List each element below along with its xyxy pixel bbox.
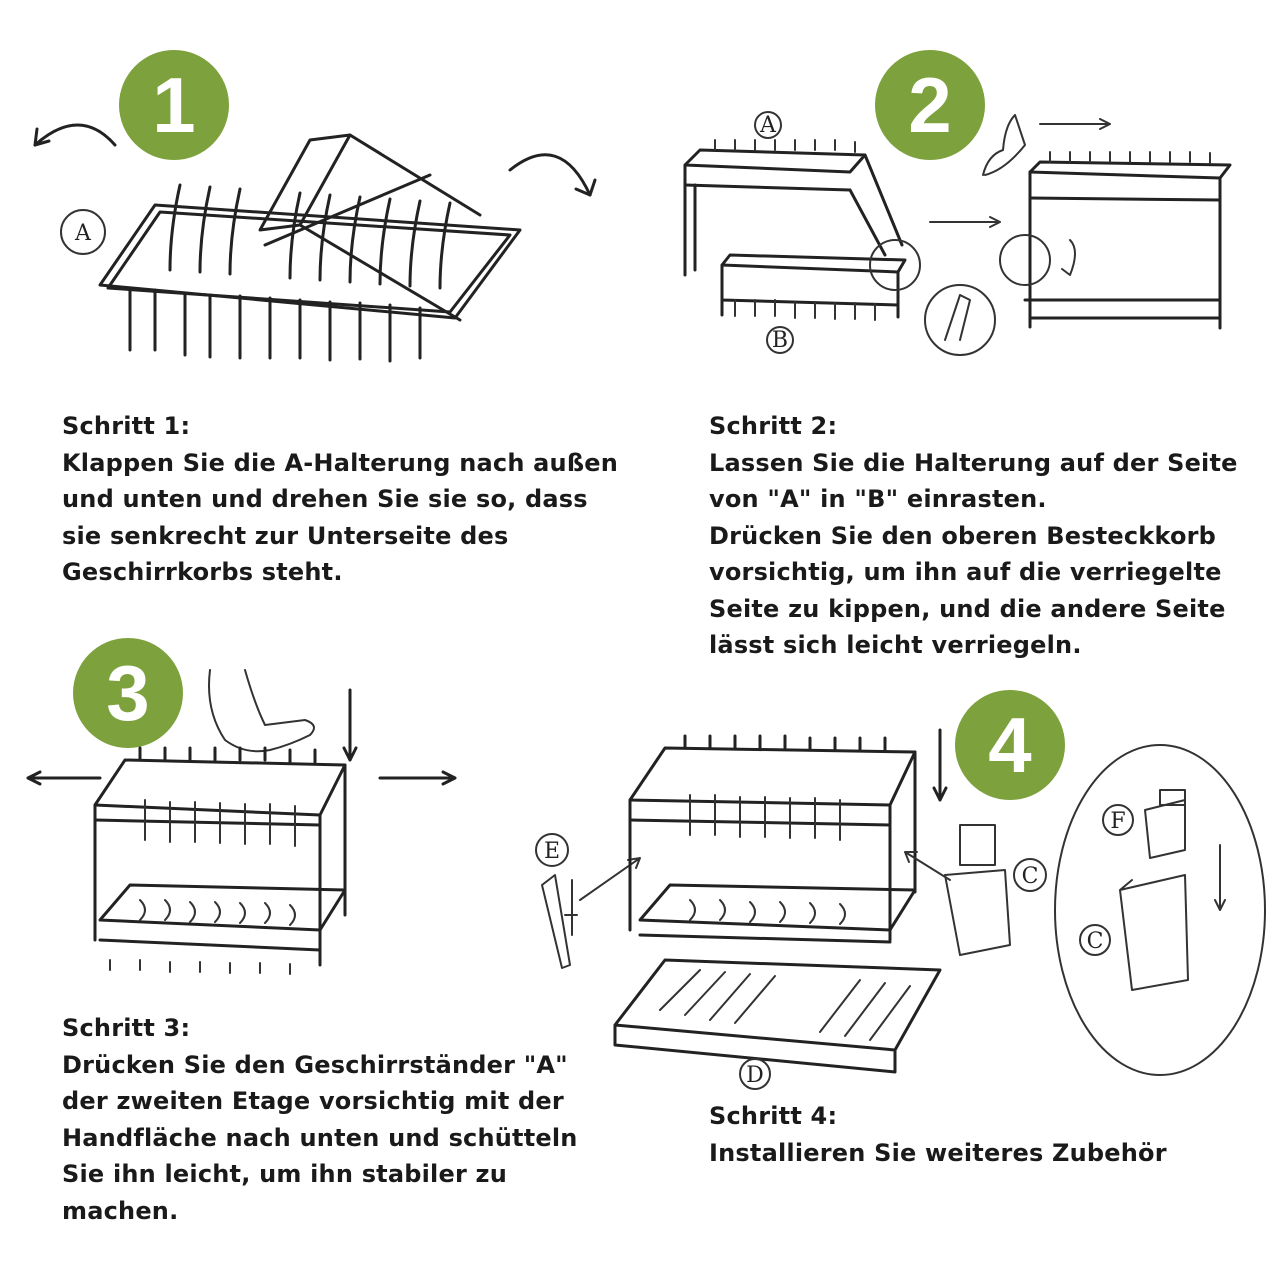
arrow-right-icon xyxy=(1039,118,1111,130)
step-3-line: machen. xyxy=(62,1196,179,1225)
step-1-line: und unten und drehen Sie sie so, dass xyxy=(62,485,588,513)
step-4-text: Schritt 4: Installieren Sie weiteres Zub… xyxy=(709,1098,1167,1171)
rotate-left-arrow-icon xyxy=(33,123,117,147)
part-label-d: D xyxy=(746,1063,764,1088)
step-1-heading: Schritt 1: xyxy=(62,412,191,440)
step-1-text: Schritt 1: Klappen Sie die A-Halterung n… xyxy=(62,408,618,591)
step-1-line: Klappen Sie die A-Halterung nach außen xyxy=(62,448,619,477)
hand-icon xyxy=(982,114,1026,176)
step-3-badge: 3 xyxy=(73,638,183,748)
step-4-panel: 4 E D C F C Schritt 4: In xyxy=(520,680,1280,1280)
step-3-number: 3 xyxy=(106,649,150,737)
rotate-right-arrow-icon xyxy=(508,153,592,197)
step-3-text: Schritt 3: Drücken Sie den Geschirrständ… xyxy=(62,1010,578,1229)
step-1-line: sie senkrecht zur Unterseite des xyxy=(62,521,509,550)
step-4-heading: Schritt 4: xyxy=(709,1102,838,1130)
part-label-e: E xyxy=(544,839,560,864)
arrow-right-icon xyxy=(378,770,457,786)
part-label-c: C xyxy=(1022,864,1039,889)
arrow-left-icon xyxy=(904,851,951,881)
step-2-badge: 2 xyxy=(875,50,985,160)
step-4-badge: 4 xyxy=(955,690,1065,800)
part-label-b: B xyxy=(772,328,788,353)
arrow-down-icon xyxy=(1214,844,1226,911)
step-2-line: lässt sich leicht verriegeln. xyxy=(709,631,1082,659)
step-2-line: Lassen Sie die Halterung auf der Seite xyxy=(709,448,1238,477)
step-2-illustration: A B xyxy=(683,111,1232,356)
arrow-right-icon xyxy=(929,216,1001,228)
step-2-panel: 2 A B Schritt 2: Lassen Sie die Halterun… xyxy=(640,0,1280,680)
step-3-line: Handfläche nach unten und schütteln xyxy=(62,1123,578,1152)
step-2-line: Drücken Sie den oberen Besteckkorb xyxy=(709,521,1217,550)
step-2-line: vorsichtig, um ihn auf die verriegelte xyxy=(709,558,1222,586)
step-1-line: Geschirrkorbs steht. xyxy=(62,558,343,586)
step-2-number: 2 xyxy=(908,61,952,149)
part-label-a: A xyxy=(74,221,92,246)
arrow-down-icon xyxy=(932,728,948,802)
step-1-number: 1 xyxy=(152,61,196,149)
step-4-line: Installieren Sie weiteres Zubehör xyxy=(709,1138,1167,1167)
arrow-left-icon xyxy=(26,770,102,786)
step-3-line: Drücken Sie den Geschirrständer "A" xyxy=(62,1050,568,1079)
step-3-panel: 3 Schritt 3: Drücken Sie den Geschirrstä… xyxy=(0,620,640,1280)
step-3-illustration xyxy=(26,669,457,975)
step-1-illustration: A xyxy=(33,123,597,363)
step-2-heading: Schritt 2: xyxy=(709,412,838,440)
part-label-a: A xyxy=(759,113,777,138)
step-1-badge: 1 xyxy=(119,50,229,160)
step-2-line: von "A" in "B" einrasten. xyxy=(709,485,1047,513)
step-2-text: Schritt 2: Lassen Sie die Halterung auf … xyxy=(709,408,1238,664)
step-4-number: 4 xyxy=(988,701,1032,789)
step-2-line: Seite zu kippen, und die andere Seite xyxy=(709,594,1226,623)
step-1-panel: 1 A Schritt 1: Klappen Sie die A-Halteru… xyxy=(0,0,640,620)
step-4-illustration: E D C F C xyxy=(535,728,1266,1090)
step-3-heading: Schritt 3: xyxy=(62,1014,191,1042)
part-label-f: F xyxy=(1110,809,1125,834)
part-label-c-detail: C xyxy=(1087,929,1104,954)
arrow-down-icon xyxy=(342,688,358,762)
step-3-line: Sie ihn leicht, um ihn stabiler zu xyxy=(62,1160,507,1188)
step-3-line: der zweiten Etage vorsichtig mit der xyxy=(62,1087,564,1115)
hand-icon xyxy=(208,669,315,753)
